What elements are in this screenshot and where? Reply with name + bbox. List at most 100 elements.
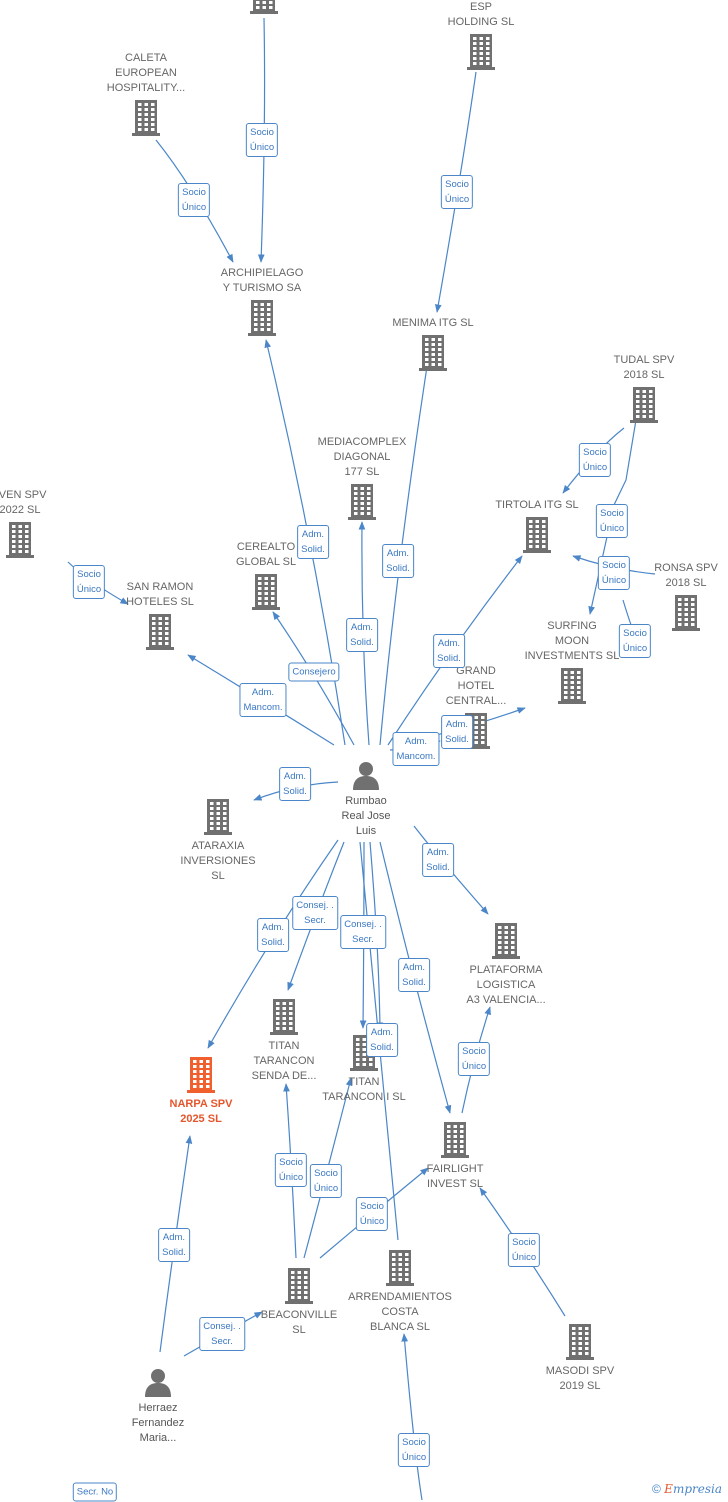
person-icon[interactable] — [143, 1367, 173, 1402]
relation-tag[interactable]: Adm.Solid. — [366, 1023, 398, 1057]
relation-tag[interactable]: Adm.Solid. — [257, 918, 289, 952]
building-icon[interactable] — [672, 595, 700, 636]
building-icon[interactable] — [285, 1268, 313, 1309]
building-icon[interactable] — [250, 0, 278, 19]
building-icon[interactable] — [132, 100, 160, 141]
relation-tag[interactable]: Consejero — [288, 662, 340, 682]
relation-tag-line: Socio — [512, 1237, 536, 1248]
building-icon[interactable] — [348, 484, 376, 525]
relation-tag[interactable]: Adm.Solid. — [346, 618, 378, 652]
building-icon[interactable] — [523, 517, 551, 558]
building-icon[interactable] — [558, 668, 586, 709]
node-label-line: HOLDING SL — [447, 16, 515, 28]
relation-tag[interactable]: Consej. .Secr. — [199, 1317, 245, 1351]
relation-tag-line: Socio — [602, 560, 626, 571]
building-icon[interactable] — [467, 34, 495, 75]
relation-tag[interactable]: Adm.Solid. — [441, 715, 473, 749]
building-icon[interactable] — [386, 1250, 414, 1291]
relation-tag-line: Adm. — [370, 1027, 394, 1038]
relation-tag[interactable]: Adm.Solid. — [158, 1228, 190, 1262]
building-icon[interactable] — [248, 300, 276, 341]
node-label-line: GLOBAL SL — [235, 556, 297, 568]
relation-tag-line: Socio — [360, 1201, 384, 1212]
building-icon[interactable] — [204, 799, 232, 840]
relation-tag[interactable]: Adm.Mancom. — [239, 683, 287, 717]
relation-tag[interactable]: Adm.Solid. — [297, 525, 329, 559]
building-icon[interactable] — [252, 574, 280, 615]
relation-tag[interactable]: Adm.Solid. — [382, 544, 414, 578]
building-icon[interactable] — [492, 923, 520, 964]
relation-tag-line: Socio — [250, 127, 274, 138]
person-icon[interactable] — [351, 760, 381, 795]
node-label-line: Real Jose — [341, 810, 391, 822]
relation-tag-line: Solid. — [301, 544, 325, 555]
relation-tag[interactable]: Adm.Solid. — [279, 767, 311, 801]
company-name[interactable]: TIRTOLA ITG SL — [495, 498, 578, 513]
empresia-brand: © Empresia — [652, 1482, 722, 1496]
relation-tag[interactable]: Secr. No — [72, 1482, 118, 1502]
building-icon[interactable] — [270, 999, 298, 1040]
relation-tag-line: Solid. — [402, 977, 426, 988]
node-label-line: ARRENDAMIENTOS — [348, 1291, 452, 1303]
node-label-line: Y TURISMO SA — [222, 282, 302, 294]
relation-tag[interactable]: Consej. .Secr. — [292, 896, 338, 930]
building-icon[interactable] — [146, 614, 174, 655]
node-label-line: MEDIACOMPLEX — [317, 436, 407, 448]
relation-tag[interactable]: Adm.Mancom. — [392, 732, 440, 766]
relation-tag[interactable]: Adm.Solid. — [422, 843, 454, 877]
building-icon[interactable] — [419, 335, 447, 376]
node-label-line: SENDA DE... — [251, 1070, 317, 1082]
relation-tag-line: Adm. — [426, 847, 450, 858]
building-icon[interactable] — [6, 522, 34, 563]
relation-tag-line: Único — [278, 1172, 304, 1183]
relation-tag[interactable]: Adm.Solid. — [398, 958, 430, 992]
node-label-line: 177 SL — [344, 466, 380, 478]
company-name[interactable]: MENIMA ITG SL — [392, 316, 473, 331]
node-label-line: CENTRAL... — [445, 695, 507, 707]
building-icon[interactable] — [441, 1122, 469, 1163]
building-icon[interactable] — [630, 387, 658, 428]
building-icon[interactable] — [187, 1057, 215, 1098]
relation-tag-line: Adm. — [386, 548, 410, 559]
node-label-line: TARANCON — [253, 1055, 315, 1067]
relation-tag[interactable]: Adm.Solid. — [433, 634, 465, 668]
building-icon[interactable] — [566, 1324, 594, 1365]
relation-tag[interactable]: Consej. .Secr. — [340, 915, 386, 949]
